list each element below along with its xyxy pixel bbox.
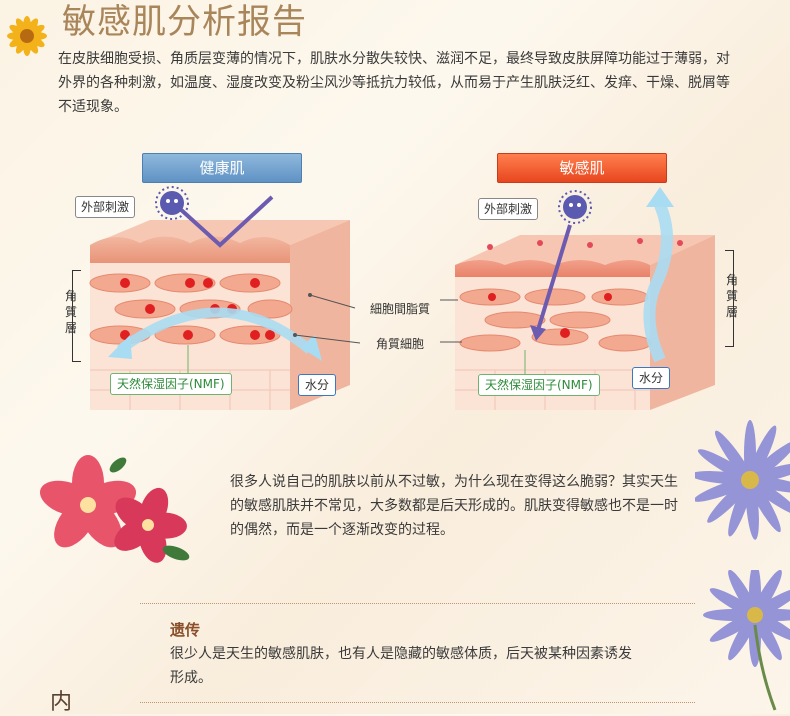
external-stimulus-label-2: 外部刺激 [478,198,539,220]
intercellular-lipid-label: 細胞間脂質 [370,302,431,316]
stratum-corneum-label: 角質層 [64,289,77,335]
water-label: 水分 [298,374,337,396]
intro-paragraph: 在皮肤细胞受损、角质层变薄的情况下，肌肤水分散失较快、滋润不足，最终导致皮肤屏障… [58,51,730,115]
nmf-label-2: 天然保湿因子(NMF) [478,374,600,396]
germ-icon-2 [558,190,592,224]
body-paragraph: 很多人说自己的肌肤以前从不过敏，为什么现在变得这么脆弱？其实天生的敏感肌肤并不常… [230,474,678,538]
corneocyte-label: 角質細胞 [376,337,425,351]
section-text: 很少人是天生的敏感肌肤，也有人是隐藏的敏感体质，后天被某种因素诱发形成。 [170,646,632,686]
page-title: 敏感肌分析报告 [62,2,307,42]
water-label-2: 水分 [632,367,671,389]
healthy-skin-label: 健康肌 [142,153,302,183]
divider-2 [140,702,695,703]
stratum-bracket-right [725,250,734,347]
divider [140,603,695,604]
section-heading: 遗传 [170,621,201,639]
purple-flower-illustration [695,420,790,540]
sunflower-icon [7,16,47,56]
stratum-bracket-left [72,270,81,362]
nmf-label: 天然保湿因子(NMF) [110,373,232,395]
side-heading-char: 内 [50,690,73,715]
germ-icon [155,186,189,220]
sensitive-skin-label: 敏感肌 [497,153,667,183]
external-stimulus-label: 外部刺激 [75,196,136,218]
red-flower-illustration [39,455,190,563]
stratum-corneum-label-2: 角質層 [725,273,738,319]
purple-flower-illustration-2 [703,570,790,711]
